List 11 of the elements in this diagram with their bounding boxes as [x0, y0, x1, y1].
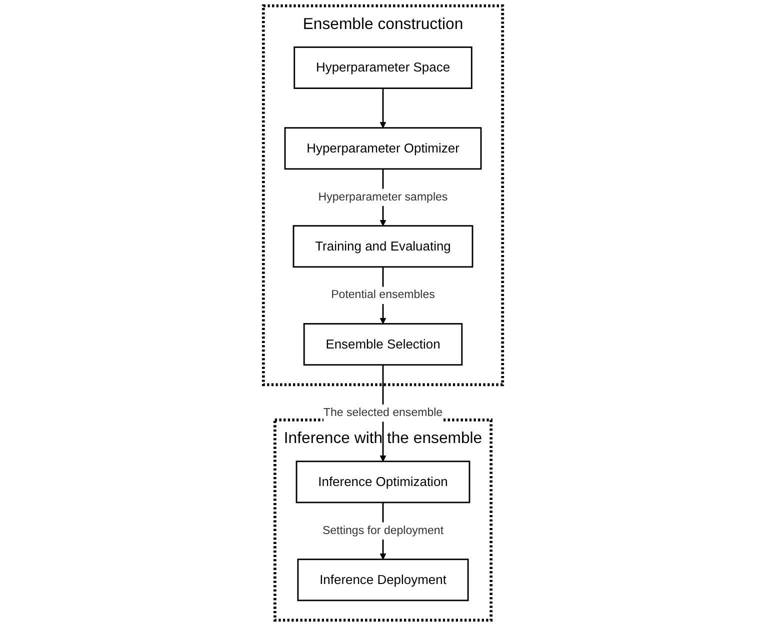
edge-label: The selected ensemble	[323, 406, 443, 419]
edge-label: Settings for deployment	[322, 524, 444, 537]
edge-label: Potential ensembles	[331, 288, 435, 302]
node-box: Ensemble Selection	[303, 323, 463, 366]
node-box: Inference Optimization	[296, 460, 470, 504]
node-box: Training and Evaluating	[292, 225, 474, 268]
arrow	[380, 88, 386, 128]
node-box: Hyperparameter Optimizer	[284, 127, 482, 170]
edge-label: Hyperparameter samples	[318, 190, 448, 204]
node-box: Hyperparameter Space	[294, 46, 472, 89]
node-box: Inference Deployment	[297, 558, 469, 602]
